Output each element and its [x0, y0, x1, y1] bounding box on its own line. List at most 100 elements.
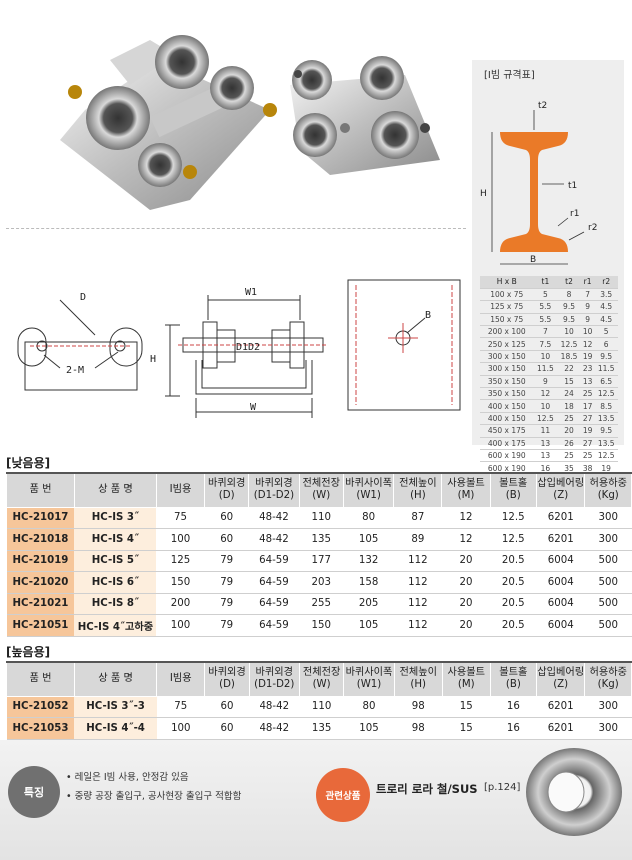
spec-cell: 350 x 150: [480, 375, 534, 389]
spec-cell: 13.5: [594, 437, 618, 450]
table-cell: 80: [343, 507, 394, 529]
header-line: (B): [505, 679, 521, 691]
label-w1: W1: [245, 287, 257, 298]
header-line: 삽입베어링: [537, 478, 585, 490]
table-cell: 20.5: [490, 593, 537, 615]
spec-cell: 9.5: [594, 350, 618, 364]
header-line: I빔용: [169, 484, 192, 496]
related-page-ref[interactable]: [p.124]: [484, 782, 521, 793]
table-header-cell: 전체전장(W): [298, 472, 344, 508]
table-cell: 16: [490, 717, 537, 740]
header-line: (Kg): [597, 679, 619, 691]
header-line: (B): [505, 490, 521, 502]
table-header-cell: 바퀴외경(D1-D2): [248, 661, 300, 697]
spec-cell: 300 x 150: [480, 350, 534, 364]
feature-badge: 특징: [8, 766, 60, 818]
table-cell: 80: [343, 696, 395, 718]
spec-cell: 7: [580, 288, 595, 302]
table-cell: 60: [204, 696, 250, 718]
table-cell: 15: [442, 717, 491, 740]
spec-cell: 13: [533, 449, 558, 463]
table-cell: 15: [442, 696, 491, 718]
spec-cell: 13: [533, 437, 558, 450]
spec-cell: 18.5: [557, 350, 581, 364]
header-line: 바퀴사이폭: [345, 478, 393, 490]
table-cell: 64-59: [248, 593, 300, 615]
table-cell: 20: [441, 614, 490, 637]
label-h: H: [150, 354, 156, 365]
header-line: 볼트홀: [499, 667, 528, 679]
spec-cell: 150 x 75: [480, 313, 534, 327]
spec-cell: 12.5: [594, 449, 618, 463]
spec-cell: 8: [557, 288, 581, 302]
header-line: (D): [219, 679, 235, 691]
table-header-cell: 바퀴외경(D): [204, 661, 250, 697]
header-line: 바퀴외경: [255, 667, 294, 679]
spec-cell: 12: [580, 337, 595, 351]
spec-cell: 3.5: [594, 288, 618, 302]
spec-cell: 7: [533, 325, 558, 339]
part-number: HC-21020: [6, 571, 75, 594]
related-product-name[interactable]: 트로리 로라 철/SUS: [376, 782, 478, 796]
table-header-cell: 바퀴사이폭(W1): [342, 472, 395, 508]
spec-cell: 9: [533, 375, 558, 389]
spec-cell: 250 x 125: [480, 337, 534, 351]
spec-cell: 19: [580, 424, 595, 438]
table-cell: 300: [584, 717, 632, 740]
spec-cell: 11: [533, 424, 558, 438]
spec-cell: 7.5: [533, 337, 558, 351]
header-line: (H): [410, 490, 426, 502]
table-cell: 100: [156, 614, 205, 637]
table-cell: 112: [393, 614, 442, 637]
spec-cell: 6: [594, 337, 618, 351]
label-r2: r2: [588, 223, 597, 233]
table-cell: 205: [343, 593, 394, 615]
spec-cell: 9.5: [557, 313, 581, 327]
header-line: (Z): [553, 490, 569, 502]
header-line: 상 품 명: [98, 484, 133, 496]
table-cell: 150: [299, 614, 344, 637]
table-header-cell: 사용볼트(M): [441, 472, 491, 508]
spec-cell: 400 x 175: [480, 437, 534, 450]
header-line: 전체전장: [302, 478, 340, 490]
spec-cell: 27: [580, 412, 595, 426]
spec-cell: 10: [533, 399, 558, 413]
spec-cell: 4.5: [594, 313, 618, 327]
related-product-image: [526, 748, 622, 836]
feature-list: • 레일은 I빔 사용, 안정감 있음 • 중량 공장 출입구, 공사현장 출입…: [66, 768, 241, 806]
spec-cell: 400 x 150: [480, 399, 534, 413]
label-h: H: [480, 189, 487, 199]
spec-title: [I빔 규격표]: [484, 70, 535, 81]
table-header-cell: 상 품 명: [73, 472, 157, 508]
spec-cell: 5.5: [533, 313, 558, 327]
spec-cell: 25: [557, 449, 581, 463]
spec-cell: 10: [533, 350, 558, 364]
table-cell: 20: [441, 571, 490, 594]
table-cell: 64-59: [248, 571, 300, 594]
section-label-high: [높음용]: [6, 645, 51, 659]
header-line: 바퀴외경: [255, 478, 293, 490]
feature-item: • 레일은 I빔 사용, 안정감 있음: [66, 772, 189, 783]
header-line: 사용볼트: [447, 667, 486, 679]
table-cell: 12.5: [490, 528, 537, 551]
table-cell: 75: [156, 696, 205, 718]
spec-cell: 10: [580, 325, 595, 339]
table-cell: 500: [584, 614, 632, 637]
spec-cell: 400 x 150: [480, 412, 534, 426]
header-line: 삽입베어링: [537, 667, 585, 679]
table-cell: 255: [299, 593, 344, 615]
spec-cell: 5: [533, 288, 558, 302]
header-line: 품 번: [29, 673, 52, 685]
header-line: 바퀴외경: [207, 478, 246, 490]
table-cell: 110: [299, 696, 344, 718]
table-header-cell: 바퀴외경(D): [204, 472, 250, 508]
